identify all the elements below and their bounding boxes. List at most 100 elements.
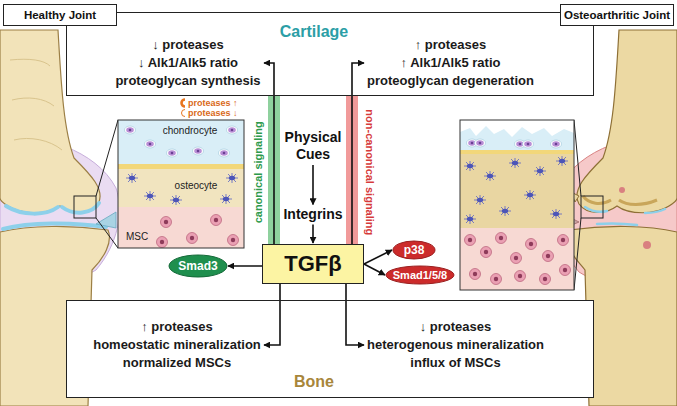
healthy-inset-part [193, 147, 204, 155]
healthy-inset-part [118, 164, 244, 169]
signal-arrow [346, 284, 364, 345]
healthy-inset-part [220, 194, 232, 204]
protease-icon [182, 110, 186, 117]
oval-shape [386, 266, 454, 284]
protease-key: proteases ↑ [188, 98, 238, 108]
signal-arrow [312, 225, 314, 244]
zoom-marker-part [574, 218, 581, 290]
panel-title: Bone [294, 373, 334, 391]
osteoarthritic-inset-part [460, 154, 574, 228]
osteoarthritic-inset-part [474, 195, 486, 205]
effector-oval: p38 [392, 240, 436, 260]
effect-text: heterogenous mineralization [367, 336, 544, 354]
effect-list: ↓ proteases↓ Alk1/Alk5 ratioproteoglycan… [113, 36, 263, 90]
osteoarthritic-inset-part [524, 190, 536, 200]
panel-ground [66, 12, 594, 96]
osteoarthritic-inset-part [496, 233, 507, 244]
osteoarthritic-inset-part [475, 139, 486, 147]
effect-text: ↓ Alk1/Alk5 ratio [115, 54, 261, 72]
osteoarthritic-inset-part [558, 235, 569, 246]
effector-text: p38 [404, 243, 425, 257]
healthy-inset-part [227, 126, 238, 134]
healthy-inset-part [170, 195, 182, 205]
healthy-inset-part [145, 140, 156, 148]
joint-title: Healthy Joint [24, 9, 96, 21]
osteoarthritic-inset-part [460, 228, 574, 290]
effect-text: normalized MSCs [93, 354, 261, 372]
osteoarthritic-inset-part [491, 274, 502, 285]
meniscus [96, 212, 116, 228]
healthy-inset [118, 120, 244, 248]
osteoarthritic-inset-part [543, 251, 554, 262]
osteoarthritic-inset-part [460, 120, 574, 290]
pathway-label: non-canonical signaling [364, 109, 377, 235]
osteoarthritic-inset-part [550, 209, 562, 219]
worn-cartilage [645, 209, 665, 213]
signal-arrow [264, 63, 274, 244]
osteoarthritic-inset-part [460, 150, 574, 154]
osteoarthritic-inset-part [551, 140, 562, 148]
osteoarthritic-inset-part [560, 265, 571, 276]
effect-text: proteoglycan synthesis [115, 72, 261, 90]
signal-arrow [264, 284, 280, 345]
osteoarthritic-inset-part [460, 126, 574, 150]
lesion [643, 241, 651, 249]
signal-arrow [364, 250, 392, 264]
effector-text: Smad1/5/8 [393, 269, 447, 281]
healthy-inset-part [126, 173, 138, 183]
osteoarthritic-inset-part [464, 214, 476, 224]
osteoarthritic-inset-part [509, 158, 521, 168]
signal-step: Integrins [283, 206, 343, 223]
tgf-box: TGFβ [262, 244, 364, 284]
sclerosis [583, 196, 657, 205]
osteoarthritic-inset-part [465, 235, 476, 246]
oval-shape [169, 255, 227, 277]
effect-text: homeostatic mineralization [93, 336, 261, 354]
tibial-cartilage [3, 223, 106, 229]
worn-cartilage [597, 223, 637, 225]
protease-key: proteases ↓ [188, 108, 238, 118]
effect-text: ↓ proteases [367, 318, 544, 336]
worn-cartilage [585, 207, 607, 212]
effect-text: ↑ Alk1/Alk5 ratio [367, 54, 534, 72]
osteoarthritic-inset-part [460, 120, 574, 290]
osteoarthritic-inset-part [523, 140, 534, 148]
joint-tag: Healthy Joint [3, 4, 117, 26]
effect-text: ↑ proteases [93, 318, 261, 336]
effect-text: ↓ proteases [115, 36, 261, 54]
tgf-text: TGFβ [284, 251, 341, 277]
signal-arrow [228, 265, 262, 267]
osteoarthritic-inset-part [556, 156, 568, 166]
effect-text: ↑ proteases [367, 36, 534, 54]
healthy-inset-part [118, 207, 244, 248]
osteoarthritic-inset-part [540, 274, 551, 285]
cell-label: osteocyte [173, 180, 220, 192]
healthy-inset-part [167, 149, 178, 157]
signal-arrow [312, 165, 314, 205]
femoral-cartilage [62, 203, 99, 213]
protease-icon [182, 100, 186, 107]
tissue-panel: Cartilage↓ proteases↓ Alk1/Alk5 ratiopro… [66, 12, 594, 96]
healthy-inset-part [228, 235, 239, 246]
tissue-panel: Bone ↑ proteaseshomeostatic mineralizatio… [66, 300, 594, 398]
effect-list: ↑ proteaseshomeostatic mineralizationnor… [91, 318, 263, 372]
signal-arrow [352, 63, 364, 244]
osteoarthritic-inset-part [534, 166, 546, 176]
osteoarthritic-inset [460, 120, 574, 290]
osteoarthritic-inset-part [464, 161, 476, 171]
signal-arrow [364, 264, 385, 275]
joint-tag: Osteoarthritic Joint [560, 4, 674, 26]
femur-marrow [10, 59, 62, 150]
healthy-inset-part [118, 120, 244, 248]
effect-text: proteoglycan degeneration [367, 72, 534, 90]
osteoarthritic-inset-part [526, 239, 537, 250]
femoral-cartilage [6, 206, 58, 214]
signal-step: Physical Cues [273, 129, 353, 163]
effect-text: influx of MSCs [367, 354, 544, 372]
zoom-marker-part [74, 196, 96, 218]
zoom-marker-part [96, 218, 118, 248]
zoom-marker [74, 120, 603, 290]
zoom-marker-part [96, 120, 118, 196]
panel-title: Cartilage [280, 23, 348, 41]
